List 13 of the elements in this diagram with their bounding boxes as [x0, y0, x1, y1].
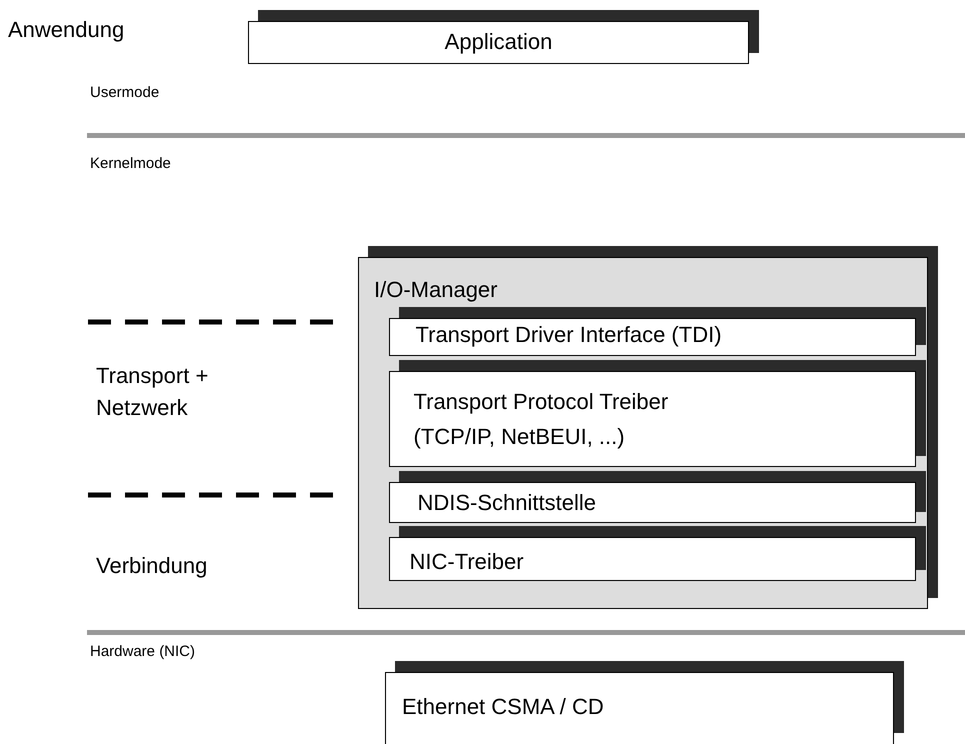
layer-label: Ethernet CSMA / CD — [402, 693, 605, 721]
panel-heading: I/O-Manager — [374, 278, 498, 302]
layer-caption: Verbindung — [96, 552, 208, 580]
layer-label: NIC-Treiber — [410, 548, 525, 576]
layer-caption: Transport + Netzwerk — [96, 362, 210, 422]
layer-caption: Anwendung — [8, 16, 126, 44]
layer-caption: Kernelmode — [90, 155, 171, 172]
layer-caption: Usermode — [90, 84, 160, 101]
layer-label: NDIS-Schnittstelle — [418, 488, 598, 516]
layer-caption: Hardware (NIC) — [90, 643, 196, 660]
layer-label: Transport Protocol Treiber (TCP/IP, NetBEUI, ...) — [414, 388, 670, 451]
layer-label: Transport Driver Interface (TDI) — [416, 320, 723, 349]
layer-label: Application — [444, 28, 554, 56]
